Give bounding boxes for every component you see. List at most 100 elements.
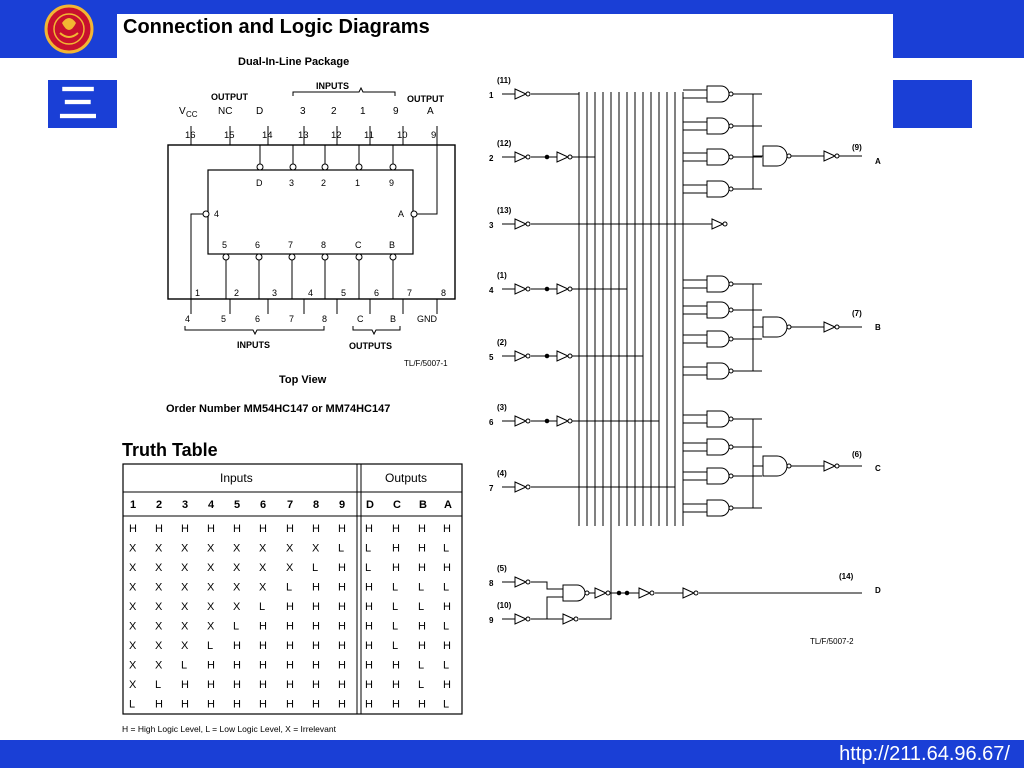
logic-input-pin: (12): [497, 139, 512, 148]
tt-cell: X: [181, 621, 189, 633]
label-top-a: A: [427, 106, 434, 117]
tt-cell: H: [181, 699, 189, 711]
top-view-label: Top View: [279, 374, 327, 386]
tt-cell: X: [259, 582, 267, 594]
inner-top-label: 2: [321, 178, 326, 188]
logic-input-label: 4: [489, 286, 494, 295]
inverter-gate: [514, 613, 528, 625]
tt-cell: X: [129, 621, 137, 633]
inverter-gate: [711, 218, 725, 230]
nand-bubble: [786, 463, 792, 469]
nand-gate: [762, 455, 788, 477]
tt-cell: X: [207, 582, 215, 594]
nand-bubble: [786, 153, 792, 159]
logic-output-label: A: [875, 157, 881, 166]
inverter-gate: [514, 218, 528, 230]
school-logo: [44, 4, 94, 54]
tt-cell: L: [233, 621, 239, 633]
top-pin-number: 16: [185, 130, 196, 141]
logic-output-label: D: [875, 586, 881, 595]
bottom-pin-number: 7: [407, 288, 412, 298]
inverter-gate: [514, 151, 528, 163]
top-pin-name: 9: [393, 106, 399, 117]
top-pin-number: 13: [298, 130, 309, 141]
tt-cell: H: [338, 679, 346, 691]
tt-cell: L: [286, 582, 292, 594]
logic-output-pin: (6): [852, 450, 862, 459]
tt-cell: L: [207, 640, 213, 652]
tt-cell: H: [207, 523, 215, 535]
bottom-pin-name: 6: [255, 314, 260, 324]
top-pin-name: 2: [331, 106, 337, 117]
tt-cell: H: [312, 699, 320, 711]
label-outputs-bottom: OUTPUTS: [349, 341, 392, 351]
tt-column-header: 7: [287, 499, 293, 511]
tt-cell: X: [207, 621, 215, 633]
tt-cell: H: [338, 562, 346, 574]
logic-input-label: 7: [489, 484, 494, 493]
tt-cell: X: [129, 562, 137, 574]
nand-gate: [706, 499, 730, 517]
label-vcc: V: [179, 106, 186, 117]
tt-cell: H: [418, 699, 426, 711]
nand-bubble: [786, 324, 792, 330]
inverter-bubble: [573, 616, 579, 622]
tt-cell: X: [233, 601, 241, 613]
tt-cell: X: [207, 601, 215, 613]
inverter-bubble: [649, 590, 655, 596]
tt-cell: H: [286, 601, 294, 613]
inverter-gate: [823, 460, 837, 472]
tt-cell: H: [181, 523, 189, 535]
inverter-gate: [594, 587, 608, 599]
tt-cell: H: [365, 601, 373, 613]
inverter-gate: [638, 587, 652, 599]
tt-cell: H: [418, 543, 426, 555]
nand-gate: [762, 145, 788, 167]
logic-input-pin: (3): [497, 403, 507, 412]
bottom-pin-number: 3: [272, 288, 277, 298]
tt-cell: H: [338, 523, 346, 535]
tt-cell: H: [155, 523, 163, 535]
footer-band: [0, 740, 1024, 768]
bottom-pin-name: 7: [289, 314, 294, 324]
tt-column-header: 2: [156, 499, 162, 511]
logic-input-pin: (11): [497, 76, 511, 85]
tt-cell: L: [338, 543, 344, 555]
tt-cell: H: [365, 621, 373, 633]
tt-cell: L: [155, 679, 161, 691]
top-pin-number: 15: [224, 130, 235, 141]
package-ref: TL/F/5007-1: [404, 359, 448, 368]
tt-cell: H: [181, 679, 189, 691]
inverter-bubble: [567, 418, 573, 424]
tt-cell: H: [129, 523, 137, 535]
tt-cell: H: [443, 640, 451, 652]
tt-cell: H: [443, 523, 451, 535]
tt-cell: X: [181, 562, 189, 574]
datasheet-image: Connection and Logic Diagrams Dual-In-Li…: [117, 14, 893, 740]
tt-cell: H: [286, 660, 294, 672]
nand-gate: [562, 584, 586, 602]
logic-input-label: 9: [489, 616, 494, 625]
bottom-pin-name: 4: [185, 314, 190, 324]
nand-bubble: [728, 281, 734, 287]
inner-bottom-label: 5: [222, 240, 227, 250]
inverter-gate: [556, 350, 570, 362]
slide-title: 三: [58, 80, 98, 127]
bottom-pin-number: 1: [195, 288, 200, 298]
inner-bottom-label: 6: [255, 240, 260, 250]
tt-cell: L: [443, 699, 449, 711]
top-pin-name: 1: [360, 106, 366, 117]
tt-cell: L: [443, 543, 449, 555]
tt-cell: H: [312, 679, 320, 691]
tt-cell: H: [418, 621, 426, 633]
footer-url[interactable]: http://211.64.96.67/: [839, 743, 1010, 765]
inverter-bubble: [525, 616, 531, 622]
nand-bubble: [728, 91, 734, 97]
tt-cell: H: [286, 621, 294, 633]
tt-cell: H: [286, 640, 294, 652]
inverter-gate: [514, 576, 528, 588]
bottom-pin-number: 4: [308, 288, 313, 298]
